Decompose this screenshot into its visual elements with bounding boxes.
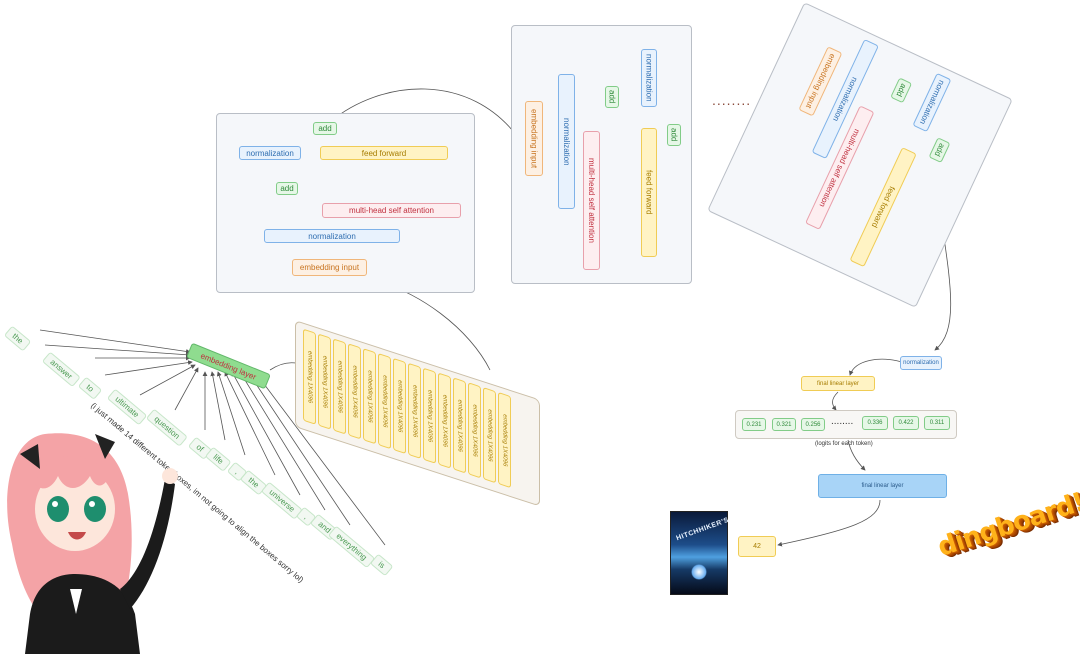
movie-poster-image: HITCHHIKER'S — [670, 511, 731, 595]
embedding-vector-box: embedding 1X4096 — [318, 333, 331, 430]
embedding-input-box: embedding input — [292, 259, 367, 276]
poster-title: HITCHHIKER'S — [675, 516, 731, 543]
embedding-vector-box: embedding 1X4096 — [333, 338, 346, 435]
embedding-vector-box: embedding 1X4096 — [438, 372, 451, 469]
normalization-box: normalization — [264, 229, 400, 243]
normalization-box: normalization — [900, 356, 942, 370]
ellipsis-dots: ........ — [712, 92, 752, 108]
add-box: add — [667, 124, 681, 146]
logits-dots: ........ — [831, 416, 854, 427]
add-box: add — [605, 86, 619, 108]
multi-head-self-attention-box: multi-head self attention — [322, 203, 461, 218]
logit-value: 0.336 — [862, 416, 888, 430]
embedding-vector-box: embedding 1X4096 — [303, 328, 316, 425]
logit-value: 0.321 — [772, 418, 796, 431]
embedding-vector-box: embedding 1X4096 — [393, 357, 406, 455]
embedding-vector-box: embedding 1X4096 — [453, 377, 466, 474]
embedding-vector-box: embedding 1X4096 — [423, 367, 436, 464]
embedding-vector-box: embedding 1X4096 — [378, 352, 391, 450]
embedding-vector-box: embedding 1X4096 — [483, 387, 496, 484]
normalization-box: normalization — [641, 49, 657, 107]
logit-value: 0.311 — [924, 416, 950, 430]
embedding-input-box: embedding input — [525, 101, 543, 176]
normalization-box: normalization — [558, 74, 575, 209]
anime-character-illustration — [7, 433, 178, 654]
embedding-vector-box: embedding 1X4096 — [468, 382, 481, 479]
embedding-vector-box: embedding 1X4096 — [348, 343, 361, 440]
embedding-vector-box: embedding 1X4096 — [498, 391, 511, 489]
final-linear-layer-small: final linear layer — [801, 376, 875, 391]
logits-panel: 0.231 0.321 0.256 ........ 0.336 0.422 0… — [735, 410, 957, 439]
add-box: add — [276, 182, 298, 195]
add-box: add — [313, 122, 337, 135]
feed-forward-box: feed forward — [641, 128, 657, 257]
logits-caption: (logits for each token) — [815, 441, 873, 447]
feed-forward-box: feed forward — [320, 146, 448, 160]
logit-value: 0.256 — [801, 418, 825, 431]
normalization-box: normalization — [239, 146, 301, 160]
logit-value: 0.422 — [893, 416, 919, 430]
embedding-vector-box: embedding 1X4096 — [408, 362, 421, 459]
answer-box: 42 — [738, 536, 776, 557]
logit-value: 0.231 — [742, 418, 766, 431]
final-linear-layer-box: final linear layer — [818, 474, 947, 498]
multi-head-self-attention-box: multi-head self attention — [583, 131, 600, 270]
embedding-vector-box: embedding 1X4096 — [363, 348, 376, 445]
